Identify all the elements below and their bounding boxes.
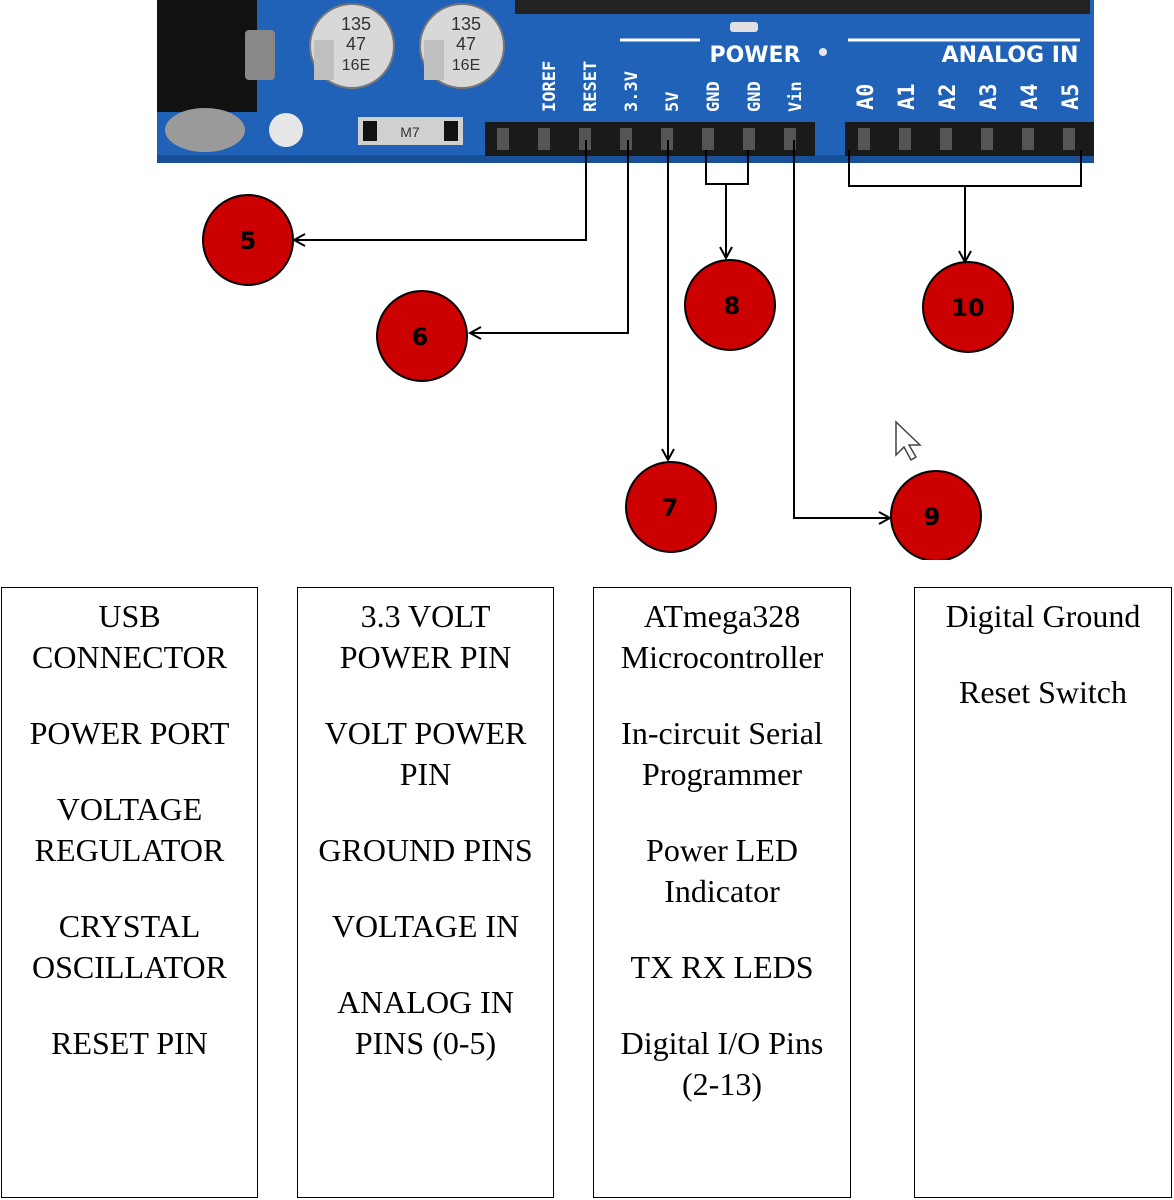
callout-8: 8 [684,259,776,351]
arrow-vin-to-9 [793,140,890,518]
legend-item-digital-ground: Digital Ground [945,598,1141,634]
analog-label: ANALOG IN [942,43,1079,68]
pin-label-gnd-1: GND [704,81,724,112]
legend-item-reset-pin: RESET PIN [51,1025,208,1061]
legend-item-volt-power-pin: VOLT POWER PIN [324,715,527,792]
capacitor-2: 135 47 16E [419,3,505,89]
legend-column-3: ATmega328 Microcontroller In-circuit Ser… [593,587,851,1198]
capacitor-2-line-2: 47 [456,34,476,54]
pcb-bottom-edge [157,155,1094,163]
power-header [485,122,815,156]
legend-item-ground-pins: GROUND PINS [318,832,533,868]
legend-column-2: 3.3 VOLT POWER PIN VOLT POWER PIN GROUND… [297,587,554,1198]
capacitor-1-line-2: 47 [346,34,366,54]
pin-label-3v3: 3.3V [622,71,642,112]
callout-5-label: 5 [240,227,257,255]
top-connector-strip [515,0,1090,14]
jumper-label: M7 [400,124,420,140]
pin-label-a2: A2 [936,84,961,111]
power-label-dot [819,48,827,56]
capacitor-1: 135 47 16E [309,3,395,89]
pin-label-a3: A3 [977,84,1002,111]
analog-header-pins [858,128,1075,150]
analog-header [845,122,1094,156]
pin-label-a5: A5 [1059,84,1084,111]
mounting-hole [269,113,303,147]
pin-label-reset: RESET [581,61,601,112]
callout-9: 9 [890,470,982,560]
legend-item-atmega328: ATmega328 Microcontroller [620,598,824,675]
legend-item-power-led: Power LED Indicator [646,832,798,909]
pin-label-a4: A4 [1018,84,1043,111]
legend-item-usb-connector: USB CONNECTOR [32,598,227,675]
legend-item-analog-in-pins: ANALOG IN PINS (0-5) [337,984,514,1061]
callout-10: 10 [922,261,1014,353]
legend-item-reset-switch: Reset Switch [959,674,1127,710]
legend-item-digital-io-pins: Digital I/O Pins (2-13) [620,1025,824,1102]
mouse-cursor-icon [895,420,922,462]
callout-8-label: 8 [724,292,741,320]
pin-label-gnd-2: GND [745,81,765,112]
legend-item-3v3-power-pin: 3.3 VOLT POWER PIN [339,598,512,675]
pin-label-5v: 5V [663,92,683,112]
pin-label-a0: A0 [854,84,879,111]
callout-9-label: 9 [924,503,941,531]
capacitor-2-line-1: 135 [451,14,481,34]
callout-7: 7 [625,461,717,553]
callout-5: 5 [202,194,294,286]
power-label: POWER [709,43,800,68]
power-jack-metal [245,30,275,80]
power-led [730,22,758,32]
power-jack [157,0,257,112]
power-header-pins [497,128,796,150]
pin-label-ioref: IOREF [540,61,560,112]
legend-item-voltage-regulator: VOLTAGE REGULATOR [34,791,225,868]
pin-label-a1: A1 [895,84,920,111]
capacitor-1-line-1: 135 [341,14,371,34]
legend-column-1: USB CONNECTOR POWER PORT VOLTAGE REGULAT… [1,587,258,1198]
capacitor-2-line-3: 16E [452,57,480,74]
legend-column-4: Digital Ground Reset Switch [914,587,1172,1198]
arduino-board-diagram: 135 47 16E 135 47 16E M7 POWER ANAL [157,0,1094,560]
legend-item-icsp: In-circuit Serial Programmer [621,715,823,792]
arrow-3v3-to-6 [470,140,629,333]
legend-item-crystal-oscillator: CRYSTAL OSCILLATOR [32,908,227,985]
callout-6: 6 [376,290,468,382]
legend-item-power-port: POWER PORT [29,715,230,751]
jumper-m7: M7 [358,117,463,145]
callout-6-label: 6 [412,323,429,351]
capacitor-1-line-3: 16E [342,57,370,74]
legend-item-tx-rx-leds: TX RX LEDS [630,949,814,985]
pin-label-vin: Vin [786,81,806,112]
callout-10-label: 10 [951,294,984,322]
arrow-reset-to-5 [294,140,587,240]
metal-pad [165,108,245,152]
callout-7-label: 7 [662,494,679,522]
legend-item-voltage-in: VOLTAGE IN [331,908,520,944]
